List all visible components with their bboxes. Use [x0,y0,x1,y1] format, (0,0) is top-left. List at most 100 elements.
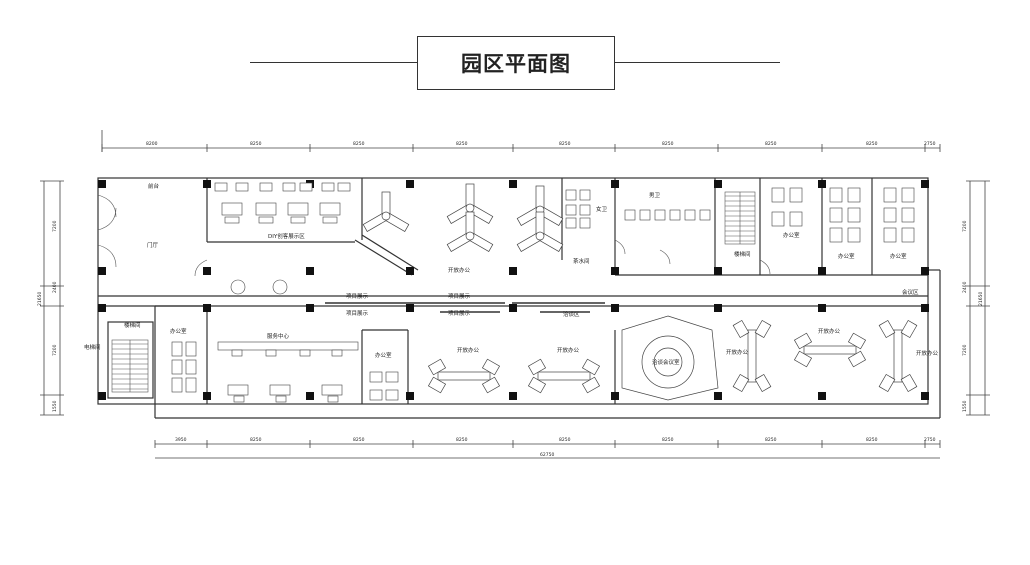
desk [669,209,681,221]
label-open-office-4: 开放办公 [726,348,749,356]
desk [847,207,861,223]
label-meeting-small: 会议区 [902,288,919,296]
column [306,267,314,275]
dim-right-2: 2400 [962,281,968,293]
desk [579,189,591,201]
column [921,267,929,275]
column [818,392,826,400]
workstation-bar [803,345,857,355]
label-office-r2: 办公室 [838,252,855,260]
desk [579,204,591,216]
desk [233,395,245,403]
column [611,304,619,312]
dim-bottom-7: 8250 [765,437,777,443]
desk [235,182,249,192]
desk [385,371,399,383]
workstation-wing [427,358,447,376]
desk [901,227,915,243]
desk [369,371,383,383]
workstation-wing [427,376,447,394]
column [406,180,414,188]
label-project-display-4: 项目展示 [448,310,471,317]
workstation-cluster-h [427,358,501,394]
label-office-l: 办公室 [170,327,187,335]
desk [565,189,577,201]
workstation-wing [481,376,501,394]
workstation-wing [847,332,867,350]
desk [265,349,277,357]
workstation-cluster-h [793,332,867,368]
desk [579,217,591,229]
dim-right-4: 1550 [962,400,968,412]
dim-top-3: 8250 [353,141,365,147]
workstation-bar [747,329,757,383]
desk [883,227,897,243]
dim-right-3: 7200 [962,344,968,356]
label-service-center: 服务中心 [267,332,290,340]
desk [829,187,843,203]
column [406,392,414,400]
desk [385,389,399,401]
label-open-office-5: 开放办公 [818,327,841,335]
workstation-cluster [362,191,410,232]
column [509,392,517,400]
dim-left-1: 7200 [52,220,58,232]
label-project-display-1: 项目展示 [346,293,369,300]
meeting-table [641,335,695,389]
column [98,392,106,400]
dim-bottom-3: 8250 [353,437,365,443]
workstation-wing [900,319,918,339]
label-meeting: 洽谈会议室 [652,358,680,366]
workstation-arm [535,211,545,235]
workstation-wing [527,376,547,394]
desk [231,349,243,357]
dim-left-3: 7200 [52,344,58,356]
workstation-wing [793,332,813,350]
workstation-cluster [446,211,494,252]
dim-top-7: 8250 [765,141,777,147]
workstation-wing [581,376,601,394]
workstation-wing [847,350,867,368]
dim-left-4: 1550 [52,400,58,412]
desk [883,187,897,203]
dim-right-1: 7200 [962,220,968,232]
workstation-wing [754,373,772,393]
title-line-right [614,62,780,63]
desk [217,341,359,351]
workstation-cluster [446,183,494,224]
label-office-m: 办公室 [375,351,392,359]
label-open-office-3: 开放办公 [557,346,580,354]
column [306,304,314,312]
workstation-wing [878,373,896,393]
desk [901,207,915,223]
label-female-wc: 女卫 [596,205,608,213]
desk [259,182,273,192]
desk [185,377,197,393]
label-open-office-1: 开放办公 [448,266,471,274]
column [203,267,211,275]
desk [185,359,197,375]
workstation-arm [465,183,475,207]
column [714,392,722,400]
column [818,267,826,275]
workstation-hub [465,203,475,213]
workstation-cluster [516,211,564,252]
column [921,392,929,400]
label-project-display-3: 项目展示 [346,310,369,317]
desk [331,349,343,357]
label-office-r3: 办公室 [890,252,907,260]
column [509,304,517,312]
desk [224,216,240,224]
workstation-hub [535,231,545,241]
desk [829,227,843,243]
workstation-bar [537,371,591,381]
column [203,180,211,188]
column [611,267,619,275]
column [203,304,211,312]
meeting-room-shape [621,315,719,401]
label-open-office-6: 开放办公 [916,349,939,357]
desk [771,187,785,203]
desk [684,209,696,221]
desk [319,202,341,216]
